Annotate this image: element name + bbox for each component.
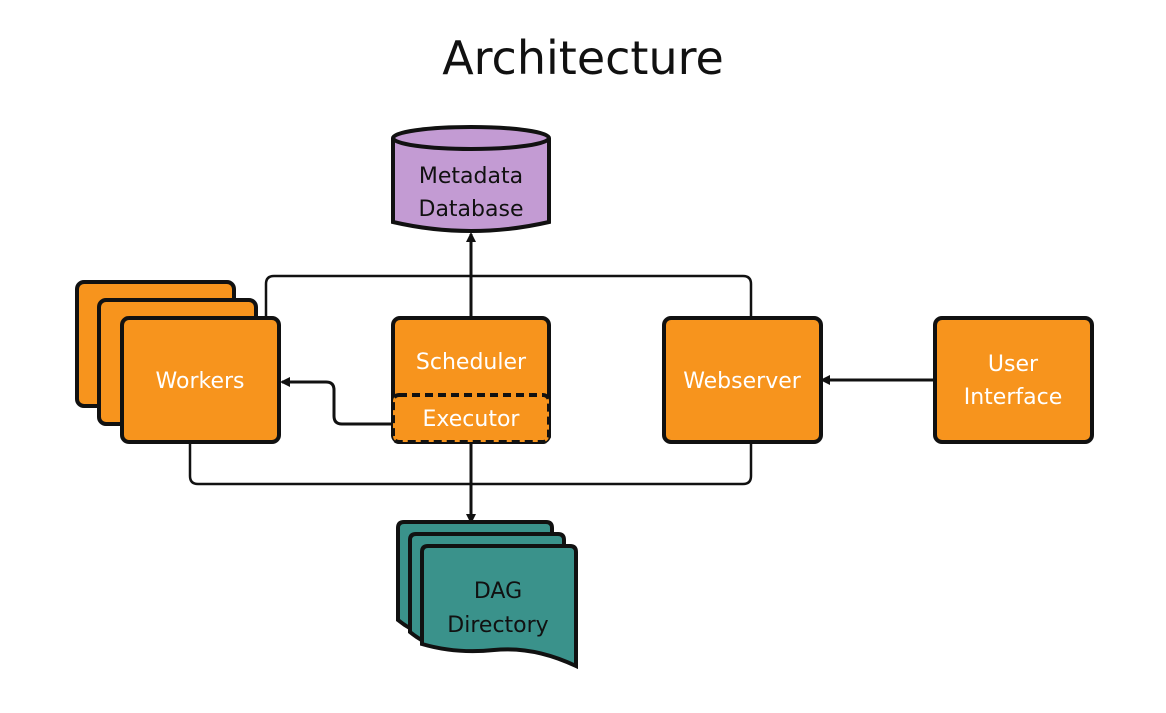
executor-node: Executor [391,393,551,444]
diagram-title: Architecture [442,31,724,85]
workers-node: Workers [75,280,281,444]
user-interface-label-line1: User [988,352,1039,377]
user-interface-label-line2: Interface [964,385,1063,410]
dag-doc-front [420,544,578,670]
workers-label: Workers [156,369,245,394]
user-interface-node: User Interface [933,316,1094,444]
dag-directory-node: DAG Directory [396,520,578,670]
executor-label: Executor [423,407,521,432]
dag-directory-label-line2: Directory [447,613,548,638]
webserver-node: Webserver [662,316,823,444]
top-connector-line [264,274,753,318]
worker-card-front [120,316,281,444]
executor-to-workers-arrow [280,377,394,426]
metadata-database-node: Metadata Database [391,125,551,233]
metadata-database-label-line2: Database [419,197,524,222]
webserver-label: Webserver [683,369,802,394]
dag-directory-label-line1: DAG [474,579,522,604]
scheduler-label: Scheduler [416,350,527,375]
metadata-database-label-line1: Metadata [419,164,523,189]
